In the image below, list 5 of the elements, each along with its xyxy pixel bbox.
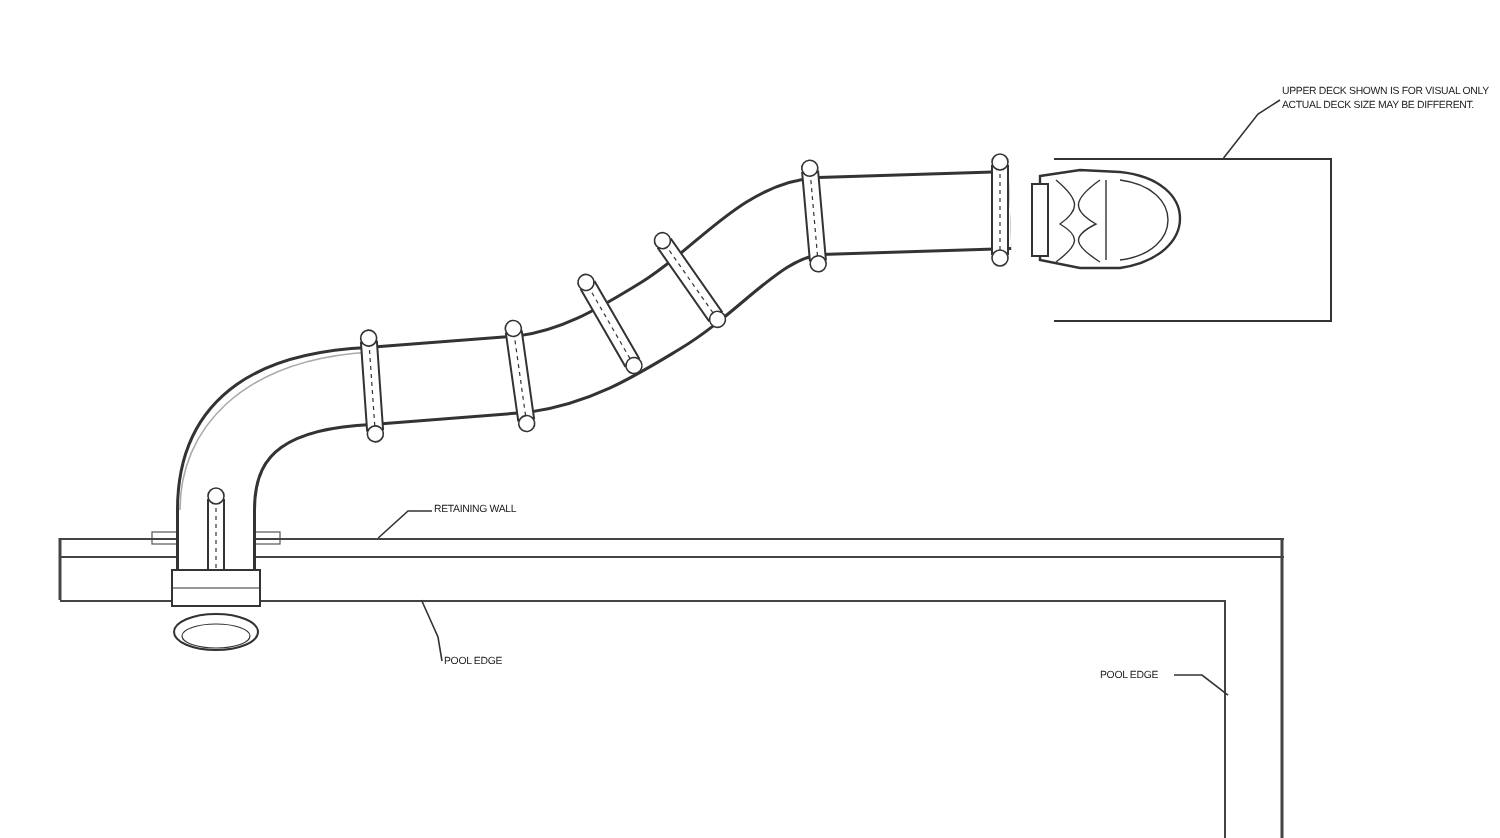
leader-line xyxy=(377,510,433,539)
leader-line xyxy=(1222,99,1281,159)
retaining-wall xyxy=(60,538,1284,558)
leader-line xyxy=(420,599,443,662)
leader-line xyxy=(1173,674,1229,696)
